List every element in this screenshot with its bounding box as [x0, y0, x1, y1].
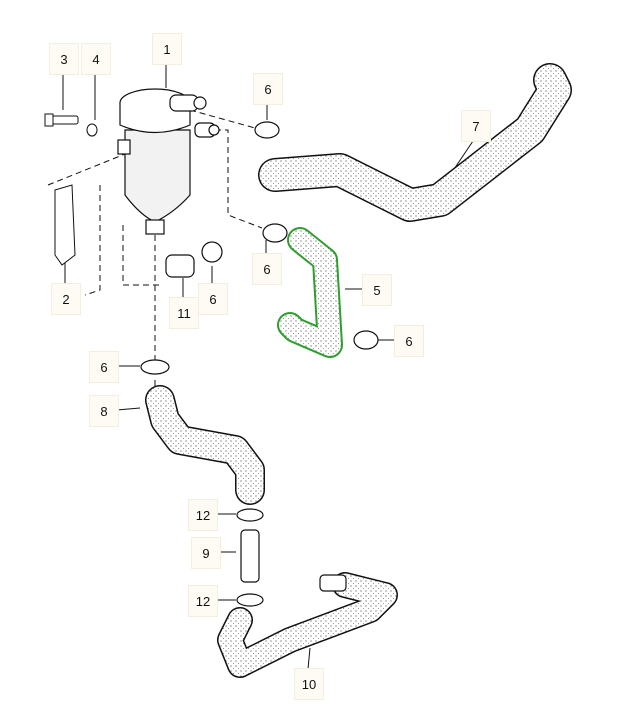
part-label-12[interactable]: 12 [188, 499, 218, 531]
part-label-4[interactable]: 4 [81, 43, 111, 75]
part-label-5[interactable]: 5 [362, 274, 392, 306]
part-label-11[interactable]: 11 [169, 297, 199, 329]
part-label-3[interactable]: 3 [49, 43, 79, 75]
oil-separator [117, 88, 220, 235]
part-label-6[interactable]: 6 [198, 283, 228, 315]
part-label-1[interactable]: 1 [152, 33, 182, 65]
part-label-6[interactable]: 6 [252, 253, 282, 285]
part-label-12[interactable]: 12 [188, 585, 218, 617]
part-label-7[interactable]: 7 [461, 110, 491, 142]
part-label-10[interactable]: 10 [294, 668, 324, 700]
part-label-6[interactable]: 6 [89, 351, 119, 383]
part-label-6[interactable]: 6 [394, 325, 424, 357]
part-label-6[interactable]: 6 [253, 73, 283, 105]
part-label-9[interactable]: 9 [191, 537, 221, 569]
part-label-8[interactable]: 8 [89, 395, 119, 427]
part-label-2[interactable]: 2 [51, 283, 81, 315]
